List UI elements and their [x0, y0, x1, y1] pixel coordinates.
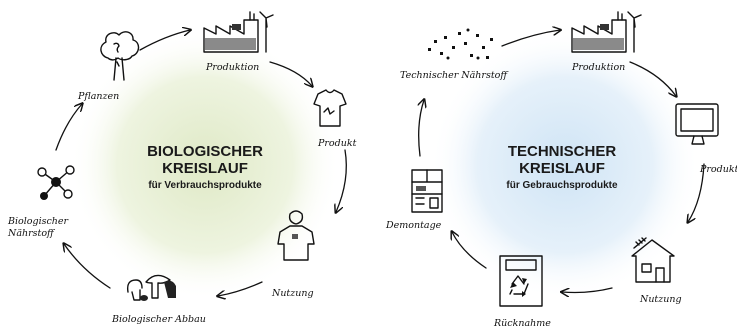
dots-icon [428, 28, 493, 60]
label-bio-nutzung: Nutzung [271, 288, 314, 299]
cabinet-icon [411, 169, 443, 213]
technical-cycle: TECHNISCHER KREISLAUF für Gebrauchsprodu… [385, 11, 737, 329]
tech-arrow-produktion-produkt [629, 61, 676, 96]
bio-background [70, 30, 340, 300]
tech-background [430, 30, 700, 300]
factory-icon [571, 11, 642, 53]
factory-icon [203, 11, 274, 53]
label-tech-ruecknahme: Rücknahme [493, 318, 551, 329]
bio-subtitle: für Verbrauchsprodukte [148, 180, 262, 191]
molecule-icon [37, 165, 75, 200]
label-tech-demontage: Demontage [385, 220, 442, 231]
bio-arrow-abbau-naehrstoff [64, 244, 111, 289]
mushroom-icon [126, 274, 176, 301]
bio-arrow-pflanzen-produktion [139, 30, 190, 51]
bio-arrow-produktion-produkt [269, 61, 312, 86]
label-tech-nutzung: Nutzung [639, 294, 682, 305]
recycle-icon [499, 255, 543, 307]
person-icon [277, 210, 315, 261]
tech-arrow-nutzung-ruecknahme [562, 288, 613, 293]
bio-arrow-produkt-nutzung [336, 149, 347, 212]
label-bio-abbau: Biologischer Abbau [111, 314, 206, 325]
tech-title-2: KREISLAUF [519, 160, 605, 177]
house-icon [631, 237, 675, 283]
tech-arrow-naehrstoff-produktion [501, 30, 560, 47]
tech-subtitle: für Gebrauchsprodukte [506, 180, 618, 191]
label-bio-naehrstoff-2: Nährstoff [7, 228, 56, 239]
bio-title-2: KREISLAUF [162, 160, 248, 177]
monitor-icon [675, 103, 719, 145]
tech-arrow-ruecknahme-demontage [452, 232, 487, 269]
label-tech-produkt: Produkt [699, 164, 737, 175]
shirt-icon [313, 89, 347, 127]
tech-arrow-demontage-naehrstoff [419, 100, 424, 157]
tech-title-1: TECHNISCHER [508, 143, 617, 160]
tree-icon [100, 31, 140, 81]
bio-arrow-naehrstoff-pflanzen [55, 104, 82, 151]
label-bio-produkt: Produkt [317, 138, 357, 149]
biological-cycle: BIOLOGISCHER KREISLAUF für Verbrauchspro… [7, 11, 357, 325]
bio-arrow-nutzung-abbau [218, 281, 263, 296]
label-tech-produktion: Produktion [571, 62, 625, 73]
bio-title-1: BIOLOGISCHER [147, 143, 263, 160]
label-tech-naehrstoff: Technischer Nährstoff [400, 70, 509, 81]
tech-arrow-produkt-nutzung [688, 163, 705, 222]
label-pflanzen: Pflanzen [77, 91, 119, 102]
label-bio-naehrstoff-1: Biologischer [7, 216, 70, 227]
label-bio-produktion: Produktion [205, 62, 259, 73]
